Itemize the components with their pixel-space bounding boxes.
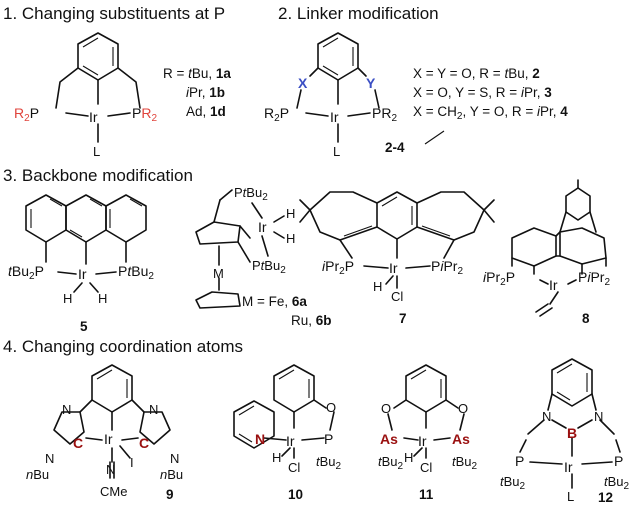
svg-text:Cl: Cl (420, 460, 432, 475)
svg-text:Ir: Ir (549, 277, 558, 293)
svg-text:L: L (567, 489, 574, 504)
svg-text:N: N (542, 409, 551, 424)
section-header-1: 1. Changing substituents at P (3, 4, 225, 23)
compound-label-7: 7 (399, 311, 407, 326)
svg-text:tBu2: tBu2 (378, 454, 404, 472)
stray-line (424, 130, 445, 145)
svg-text:tBu2: tBu2 (500, 474, 526, 492)
compound-label-8: 8 (582, 311, 590, 326)
svg-text:PtBu2: PtBu2 (252, 258, 286, 276)
svg-text:tBu2P: tBu2P (8, 263, 44, 282)
compound-9-structure: C C N N N N Ir I N CMe nBu nBu (26, 364, 183, 499)
svg-text:B: B (567, 425, 577, 441)
svg-text:N: N (170, 451, 179, 466)
compound-10-structure: N O P Ir H Cl tBu2 (233, 364, 342, 475)
svg-text:I: I (130, 455, 134, 470)
svg-text:O: O (458, 401, 468, 416)
compound-label-11: 11 (419, 487, 434, 502)
svg-text:R2P: R2P (14, 105, 39, 124)
svg-text:H: H (98, 291, 107, 306)
svg-text:tBu2: tBu2 (604, 474, 630, 492)
svg-text:N: N (594, 409, 603, 424)
svg-text:H: H (272, 450, 281, 465)
compound-8-structure: iPr2P Ir PiPr2 (483, 179, 610, 317)
svg-text:Ir: Ir (564, 459, 573, 475)
svg-text:P: P (614, 453, 623, 469)
svg-text:nBu: nBu (160, 467, 183, 482)
s1-r-line1: R = tBu, 1a (163, 66, 231, 81)
svg-text:Cl: Cl (391, 289, 403, 304)
svg-text:R2P: R2P (264, 105, 289, 124)
svg-text:H: H (404, 450, 413, 465)
compound-11-structure: O O As As Ir H Cl tBu2 tBu2 (378, 364, 478, 475)
svg-text:O: O (381, 401, 391, 416)
svg-text:P: P (515, 453, 524, 469)
svg-text:tBu2: tBu2 (316, 454, 342, 472)
svg-text:N: N (62, 402, 71, 417)
compound-label-2-4: 2-4 (385, 140, 405, 155)
svg-text:Ir: Ir (78, 266, 87, 282)
svg-text:H: H (286, 206, 295, 221)
svg-text:Ir: Ir (330, 109, 339, 125)
svg-text:PtBu2: PtBu2 (118, 263, 154, 282)
svg-text:O: O (326, 400, 336, 415)
svg-text:As: As (452, 431, 470, 447)
svg-text:PiPr2: PiPr2 (431, 258, 463, 277)
svg-text:PiPr2: PiPr2 (578, 269, 610, 288)
svg-text:As: As (380, 431, 398, 447)
compound-12-structure: N N B P P Ir tBu2 tBu2 L (500, 358, 630, 504)
s1-r-line2: iPr, 1b (186, 85, 225, 100)
svg-text:X: X (298, 75, 308, 91)
svg-text:Ir: Ir (418, 433, 427, 449)
svg-text:Ir: Ir (258, 219, 267, 235)
compound-6-structure: PtBu2 Ir H H PtBu2 M (195, 185, 295, 309)
s3-m-ru: Ru, 6b (291, 313, 332, 328)
section-header-3: 3. Backbone modification (3, 166, 193, 185)
s2-line1: X = Y = O, R = tBu, 2 (413, 66, 540, 81)
svg-text:Ir: Ir (104, 431, 113, 447)
compound-label-10: 10 (288, 487, 303, 502)
svg-text:PR2: PR2 (372, 105, 397, 124)
compound-label-9: 9 (166, 487, 174, 502)
svg-text:H: H (63, 291, 72, 306)
svg-text:N: N (106, 462, 115, 477)
svg-text:C: C (73, 435, 83, 451)
svg-text:N: N (255, 431, 265, 447)
svg-text:N: N (149, 402, 158, 417)
svg-text:iPr2P: iPr2P (483, 269, 515, 288)
compound-1-structure: R2P Ir PR2 L (14, 32, 157, 159)
svg-text:L: L (93, 144, 100, 159)
svg-text:PtBu2: PtBu2 (234, 185, 268, 203)
svg-text:tBu2: tBu2 (452, 454, 478, 472)
svg-text:CMe: CMe (100, 484, 127, 499)
s1-r-line3: Ad, 1d (186, 104, 226, 119)
svg-text:L: L (333, 144, 340, 159)
compound-7-structure: iPr2P Ir PiPr2 H Cl (299, 191, 495, 304)
section-header-2: 2. Linker modification (278, 4, 439, 23)
compound-label-5: 5 (80, 319, 88, 334)
s2-line3: X = CH2, Y = O, R = iPr, 4 (413, 104, 568, 122)
compound-5-structure: tBu2P Ir PtBu2 H H (8, 194, 154, 306)
svg-text:Ir: Ir (286, 433, 295, 449)
svg-text:H: H (286, 231, 295, 246)
svg-text:P: P (324, 431, 333, 447)
svg-text:C: C (139, 435, 149, 451)
svg-text:PR2: PR2 (132, 105, 157, 124)
svg-text:Ir: Ir (89, 109, 98, 125)
svg-text:Cl: Cl (288, 460, 300, 475)
svg-text:iPr2P: iPr2P (322, 258, 354, 277)
svg-text:nBu: nBu (26, 467, 49, 482)
compound-2-4-structure: X Y R2P Ir PR2 L (264, 32, 397, 159)
svg-text:Ir: Ir (389, 260, 398, 276)
s3-m-fe: M = Fe, 6a (242, 294, 307, 309)
svg-text:H: H (373, 279, 382, 294)
section-header-4: 4. Changing coordination atoms (3, 337, 243, 356)
s2-line2: X = O, Y = S, R = iPr, 3 (413, 85, 552, 100)
svg-text:M: M (213, 266, 224, 281)
compound-label-12: 12 (598, 490, 613, 505)
svg-text:Y: Y (366, 75, 376, 91)
svg-text:N: N (45, 451, 54, 466)
